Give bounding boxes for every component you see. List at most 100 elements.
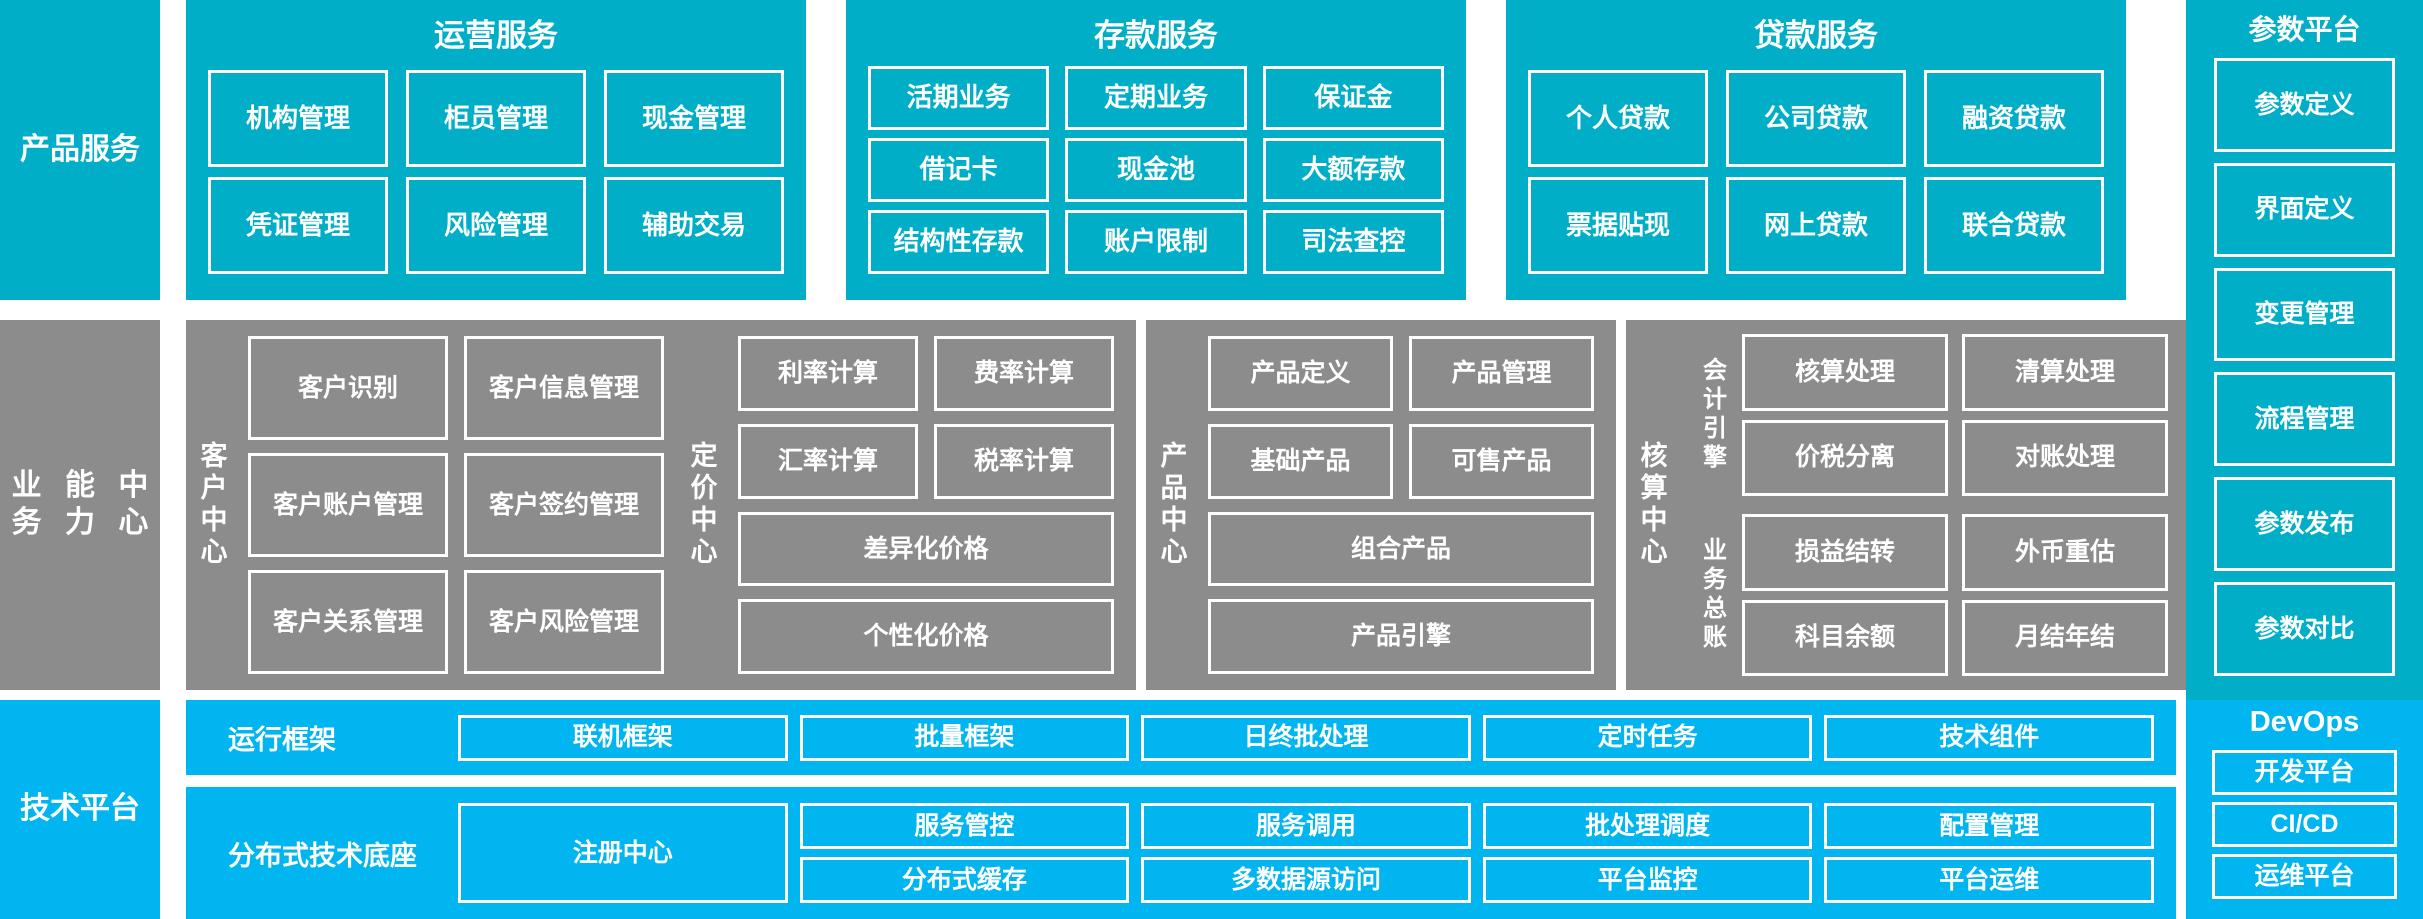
row-technology-platform: 技术平台 运行框架 联机框架 批量框架 日终批处理 定时任务 技术组件 分布式技… (0, 700, 2423, 919)
tile-sellable-product[interactable]: 可售产品 (1409, 423, 1594, 499)
tile-customer-contract-management[interactable]: 客户签约管理 (464, 453, 664, 557)
tile-change-management[interactable]: 变更管理 (2214, 267, 2395, 362)
tile-batch-framework[interactable]: 批量框架 (799, 714, 1130, 761)
tile-financing-loan[interactable]: 融资贷款 (1924, 70, 2104, 167)
tile-judicial-control[interactable]: 司法查控 (1262, 210, 1444, 274)
tile-differentiated-pricing[interactable]: 差异化价格 (738, 511, 1114, 587)
tile-syndicated-loan[interactable]: 联合贷款 (1924, 177, 2104, 274)
customer-tile-grid: 客户识别 客户信息管理 客户账户管理 客户签约管理 客户关系管理 客户风险管理 (238, 320, 686, 690)
tile-foreign-currency-revaluation[interactable]: 外币重估 (1962, 514, 2168, 591)
tile-online-framework[interactable]: 联机框架 (458, 714, 788, 761)
tile-service-invocation[interactable]: 服务调用 (1141, 803, 1471, 849)
foundation-column-service-governance: 服务管控 分布式缓存 (799, 787, 1130, 919)
tile-product-definition[interactable]: 产品定义 (1208, 336, 1393, 411)
tile-customer-relationship-management[interactable]: 客户关系管理 (248, 570, 448, 674)
tile-auxiliary-transaction[interactable]: 辅助交易 (604, 177, 784, 274)
center-label-pricing: 定价中心 (686, 441, 717, 569)
tile-distributed-cache[interactable]: 分布式缓存 (799, 857, 1130, 903)
distributed-foundation-columns: 注册中心 服务管控 分布式缓存 服务调用 多数据源访问 批处理调度 平台监控 (458, 787, 2154, 919)
tile-cash-pool[interactable]: 现金池 (1065, 138, 1247, 202)
tile-online-loan[interactable]: 网上贷款 (1726, 177, 1906, 274)
tile-scheduled-task[interactable]: 定时任务 (1482, 714, 1813, 761)
tile-cash-management[interactable]: 现金管理 (604, 70, 784, 167)
group-title-loan: 贷款服务 (1754, 18, 1878, 53)
tile-base-product[interactable]: 基础产品 (1208, 423, 1393, 499)
tile-debit-card[interactable]: 借记卡 (868, 138, 1050, 202)
tile-eod-batch-processing[interactable]: 日终批处理 (1141, 714, 1471, 761)
product-tile-grid: 产品定义 产品管理 基础产品 可售产品 组合产品 产品引擎 (1198, 320, 1616, 690)
tile-multi-datasource-access[interactable]: 多数据源访问 (1141, 857, 1471, 903)
tile-voucher-management[interactable]: 凭证管理 (208, 177, 388, 274)
tile-ci-cd[interactable]: CI/CD (2212, 802, 2397, 847)
center-pricing: 定价中心 利率计算 费率计算 汇率计算 税率计算 差异化价格 个性化价格 (676, 320, 1136, 690)
row-label-business-capability: 业务能力中心 (0, 320, 160, 690)
tile-parameter-release[interactable]: 参数发布 (2214, 477, 2395, 572)
tile-product-management[interactable]: 产品管理 (1409, 336, 1594, 411)
tile-batch-scheduling[interactable]: 批处理调度 (1482, 803, 1813, 849)
foundation-column-service-invocation: 服务调用 多数据源访问 (1141, 787, 1471, 919)
tile-structured-deposit[interactable]: 结构性存款 (868, 210, 1050, 274)
tile-interest-rate-calculation[interactable]: 利率计算 (738, 336, 918, 411)
tile-customer-account-management[interactable]: 客户账户管理 (248, 453, 448, 557)
tile-month-year-end-close[interactable]: 月结年结 (1962, 599, 2168, 676)
tile-process-management[interactable]: 流程管理 (2214, 372, 2395, 467)
tile-registry-center[interactable]: 注册中心 (458, 803, 788, 903)
tile-profit-loss-carryover[interactable]: 损益结转 (1742, 514, 1948, 591)
group-loan-services: 贷款服务 个人贷款 公司贷款 融资贷款 票据贴现 网上贷款 联合贷款 (1506, 0, 2126, 300)
tile-account-restriction[interactable]: 账户限制 (1065, 210, 1247, 274)
panel-devops: DevOps 开发平台 CI/CD 运维平台 (2186, 700, 2423, 919)
tile-parameter-comparison[interactable]: 参数对比 (2214, 582, 2395, 676)
operations-tile-grid: 机构管理 柜员管理 现金管理 凭证管理 风险管理 辅助交易 (186, 62, 806, 290)
tile-risk-management[interactable]: 风险管理 (406, 177, 586, 274)
tile-personalized-pricing[interactable]: 个性化价格 (738, 599, 1114, 674)
center-product: 产品中心 产品定义 产品管理 基础产品 可售产品 组合产品 产品引擎 (1146, 320, 1616, 690)
tile-operations-platform[interactable]: 运维平台 (2212, 854, 2397, 899)
tile-parameter-definition[interactable]: 参数定义 (2214, 58, 2395, 152)
accounting-block-engine: 会计引擎 核算处理 清算处理 价税分离 对账处理 (1682, 334, 2168, 496)
tile-platform-operations[interactable]: 平台运维 (1824, 857, 2154, 903)
tile-customer-identification[interactable]: 客户识别 (248, 336, 448, 440)
center-label-accounting: 核算中心 (1636, 441, 1667, 569)
tile-personal-loan[interactable]: 个人贷款 (1528, 70, 1708, 167)
tile-accounting-processing[interactable]: 核算处理 (1742, 334, 1948, 411)
tile-time-deposit[interactable]: 定期业务 (1065, 66, 1247, 130)
tile-bill-discount[interactable]: 票据贴现 (1528, 177, 1708, 274)
tile-technical-component[interactable]: 技术组件 (1824, 714, 2154, 761)
tile-ui-definition[interactable]: 界面定义 (2214, 162, 2395, 257)
tile-customer-risk-management[interactable]: 客户风险管理 (464, 570, 664, 674)
row-label-technology-platform: 技术平台 (0, 700, 160, 919)
tile-bundled-product[interactable]: 组合产品 (1208, 511, 1594, 587)
tile-corporate-loan[interactable]: 公司贷款 (1726, 70, 1906, 167)
group-title-operations: 运营服务 (434, 18, 558, 53)
tile-customer-info-management[interactable]: 客户信息管理 (464, 336, 664, 440)
parameter-platform-title: 参数平台 (2248, 14, 2361, 45)
tile-exchange-rate-calculation[interactable]: 汇率计算 (738, 423, 918, 499)
runtime-framework-tiles: 联机框架 批量框架 日终批处理 定时任务 技术组件 (458, 700, 2154, 775)
loan-tile-grid: 个人贷款 公司贷款 融资贷款 票据贴现 网上贷款 联合贷款 (1506, 62, 2126, 290)
devops-title: DevOps (2249, 706, 2360, 738)
tile-account-balance[interactable]: 科目余额 (1742, 599, 1948, 676)
tile-organization-management[interactable]: 机构管理 (208, 70, 388, 167)
tile-service-governance[interactable]: 服务管控 (799, 803, 1130, 849)
accounting-engine-grid: 核算处理 清算处理 价税分离 对账处理 (1742, 334, 2168, 496)
tile-reconciliation-processing[interactable]: 对账处理 (1962, 419, 2168, 496)
sub-label-business-ledger: 业务总账 (1698, 537, 1726, 653)
sub-label-accounting-engine: 会计引擎 (1698, 357, 1726, 473)
tile-settlement-processing[interactable]: 清算处理 (1962, 334, 2168, 411)
tile-product-engine[interactable]: 产品引擎 (1208, 599, 1594, 674)
parameter-platform-list: 参数定义 界面定义 变更管理 流程管理 参数发布 参数对比 (2186, 50, 2423, 690)
tile-development-platform[interactable]: 开发平台 (2212, 750, 2397, 795)
tile-teller-management[interactable]: 柜员管理 (406, 70, 586, 167)
tile-demand-deposit[interactable]: 活期业务 (868, 66, 1050, 130)
tile-configuration-management[interactable]: 配置管理 (1824, 803, 2154, 849)
deposit-tile-grid: 活期业务 定期业务 保证金 借记卡 现金池 大额存款 结构性存款 账户限制 司法… (846, 58, 1466, 290)
tile-fee-rate-calculation[interactable]: 费率计算 (934, 336, 1114, 411)
tile-price-tax-separation[interactable]: 价税分离 (1742, 419, 1948, 496)
tile-large-deposit[interactable]: 大额存款 (1262, 138, 1444, 202)
tile-margin-deposit[interactable]: 保证金 (1262, 66, 1444, 130)
tile-tax-rate-calculation[interactable]: 税率计算 (934, 423, 1114, 499)
business-ledger-grid: 损益结转 外币重估 科目余额 月结年结 (1742, 514, 2168, 676)
tile-platform-monitoring[interactable]: 平台监控 (1482, 857, 1813, 903)
band-title-runtime-framework: 运行框架 (228, 725, 336, 755)
band-runtime-framework: 运行框架 联机框架 批量框架 日终批处理 定时任务 技术组件 (186, 700, 2176, 775)
